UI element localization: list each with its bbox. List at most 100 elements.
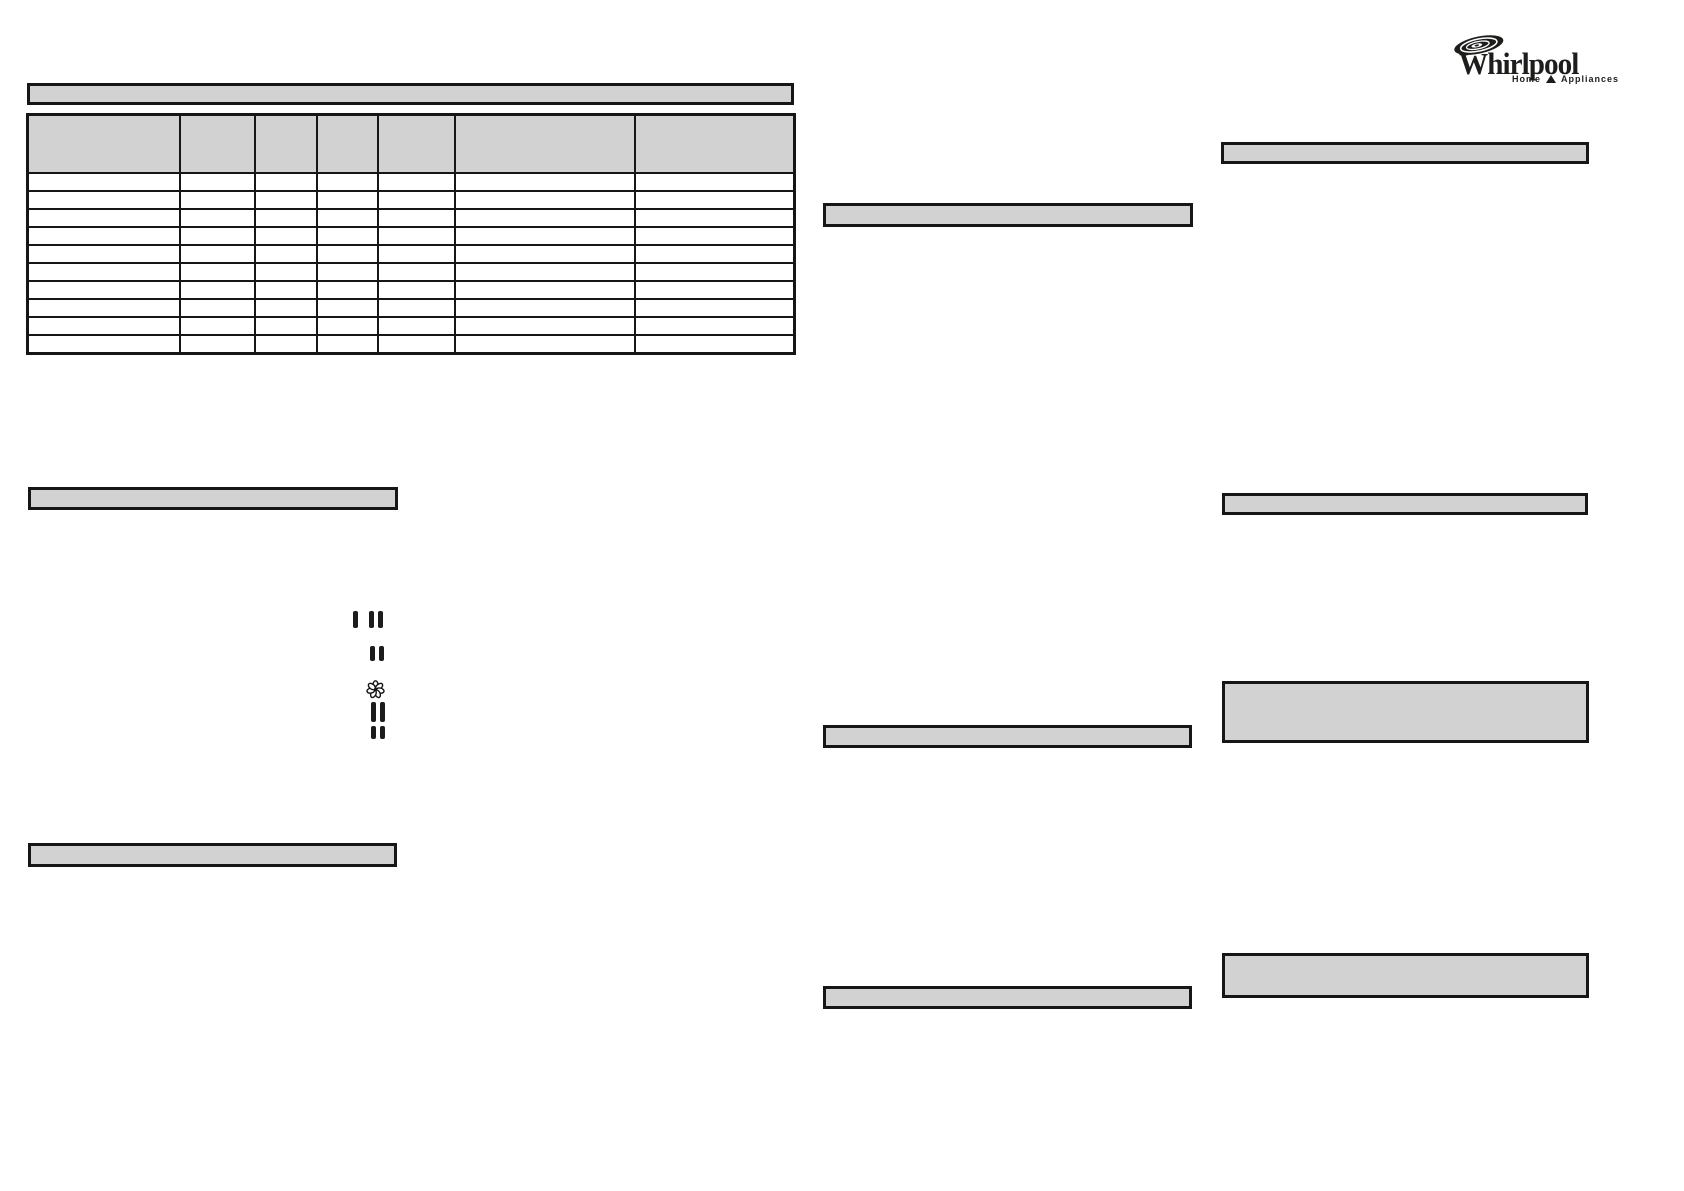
spec-table-cell	[26, 298, 181, 318]
spec-table-cell	[26, 334, 181, 355]
spec-table-cell	[26, 244, 181, 264]
spec-table-row	[26, 298, 796, 318]
brand-wordmark: Whirlpool	[1459, 46, 1579, 81]
spec-table-cell	[376, 226, 456, 246]
section-header-bar-left-middle	[28, 487, 398, 510]
spec-table-cell	[178, 262, 256, 282]
spec-table-row	[26, 226, 796, 246]
spec-table-cell	[26, 316, 181, 336]
spec-table-cell	[376, 244, 456, 264]
spec-table-cell	[253, 262, 318, 282]
table-title-bar	[27, 83, 794, 105]
spec-table-cell	[178, 172, 256, 192]
spec-table-cell	[26, 262, 181, 282]
spec-table-cell	[633, 298, 796, 318]
spec-table-cell	[633, 172, 796, 192]
spec-table-cell	[453, 244, 636, 264]
spec-table-cell	[376, 190, 456, 210]
spec-table-cell	[376, 316, 456, 336]
spec-table-cell	[633, 226, 796, 246]
spec-table-cell	[453, 316, 636, 336]
spec-table-cell	[315, 226, 379, 246]
spec-table-cell	[178, 190, 256, 210]
spec-table-cell	[453, 190, 636, 210]
spec-table-cell	[178, 208, 256, 228]
spec-table-row	[26, 208, 796, 228]
spec-table-cell	[253, 226, 318, 246]
spec-table-cell	[253, 208, 318, 228]
spec-table-cell	[253, 172, 318, 192]
spec-table-row	[26, 262, 796, 282]
spec-table-row	[26, 334, 796, 355]
spec-table-header-cell	[178, 113, 256, 174]
section-header-bar-right-3	[1222, 681, 1589, 743]
flag-triangle-icon	[1546, 75, 1557, 83]
tagline-home: Home	[1512, 74, 1542, 84]
spec-table-row	[26, 244, 796, 264]
whirlpool-swirl-icon	[1452, 34, 1506, 63]
spec-table-cell	[178, 244, 256, 264]
spec-table-cell	[453, 280, 636, 300]
spec-table-row	[26, 190, 796, 210]
spec-table-cell	[315, 262, 379, 282]
spec-table-cell	[315, 334, 379, 355]
setting-double-bar-icon	[370, 646, 384, 661]
spec-table-cell	[376, 172, 456, 192]
spec-table-header-cell	[633, 113, 796, 174]
spec-table-cell	[633, 316, 796, 336]
spec-table-cell	[453, 298, 636, 318]
spec-table-header-cell	[315, 113, 379, 174]
section-header-bar-right-4	[1222, 953, 1589, 998]
spec-table-cell	[633, 334, 796, 355]
spec-table-cell	[633, 244, 796, 264]
section-header-bar-center-top	[823, 203, 1193, 227]
fan-symbol-icon	[366, 680, 385, 704]
section-header-bar-right-1	[1221, 142, 1589, 164]
spec-table-cell	[376, 334, 456, 355]
spec-table-cell	[315, 316, 379, 336]
section-header-bar-right-2	[1222, 493, 1588, 515]
fan-double-bar-upper-icon	[371, 702, 385, 722]
spec-table-cell	[633, 262, 796, 282]
spec-table-cell	[253, 244, 318, 264]
spec-table-cell	[376, 298, 456, 318]
tagline-appliances: Appliances	[1561, 74, 1620, 84]
spec-table-cell	[453, 208, 636, 228]
spec-table-cell	[26, 280, 181, 300]
spec-table-cell	[26, 190, 181, 210]
spec-table-cell	[633, 190, 796, 210]
spec-table-cell	[253, 334, 318, 355]
spec-table-cell	[178, 280, 256, 300]
spec-table-cell	[178, 316, 256, 336]
spec-table-container	[26, 113, 796, 355]
spec-table-header-cell	[453, 113, 636, 174]
spec-table-cell	[178, 298, 256, 318]
spec-table-cell	[253, 190, 318, 210]
spec-table	[26, 113, 796, 355]
spec-table-header-row	[26, 113, 796, 174]
spec-table-header-cell	[376, 113, 456, 174]
spec-table-cell	[453, 334, 636, 355]
spec-table-cell	[453, 226, 636, 246]
spec-table-cell	[376, 280, 456, 300]
spec-table-cell	[315, 280, 379, 300]
spec-table-cell	[26, 172, 181, 192]
spec-table-cell	[315, 208, 379, 228]
section-header-bar-left-bottom	[28, 843, 397, 867]
spec-table-cell	[633, 280, 796, 300]
spec-table-cell	[26, 226, 181, 246]
spec-table-cell	[315, 298, 379, 318]
spec-table-row	[26, 316, 796, 336]
section-header-bar-center-middle	[823, 725, 1192, 748]
section-header-bar-center-bottom	[823, 986, 1192, 1009]
brand-tagline: Home Appliances	[1512, 74, 1619, 84]
spec-table-row	[26, 280, 796, 300]
spec-table-row	[26, 172, 796, 192]
spec-table-cell	[315, 244, 379, 264]
spec-table-cell	[453, 262, 636, 282]
spec-table-cell	[376, 262, 456, 282]
spec-table-cell	[178, 334, 256, 355]
spec-table-cell	[453, 172, 636, 192]
spec-table-cell	[178, 226, 256, 246]
